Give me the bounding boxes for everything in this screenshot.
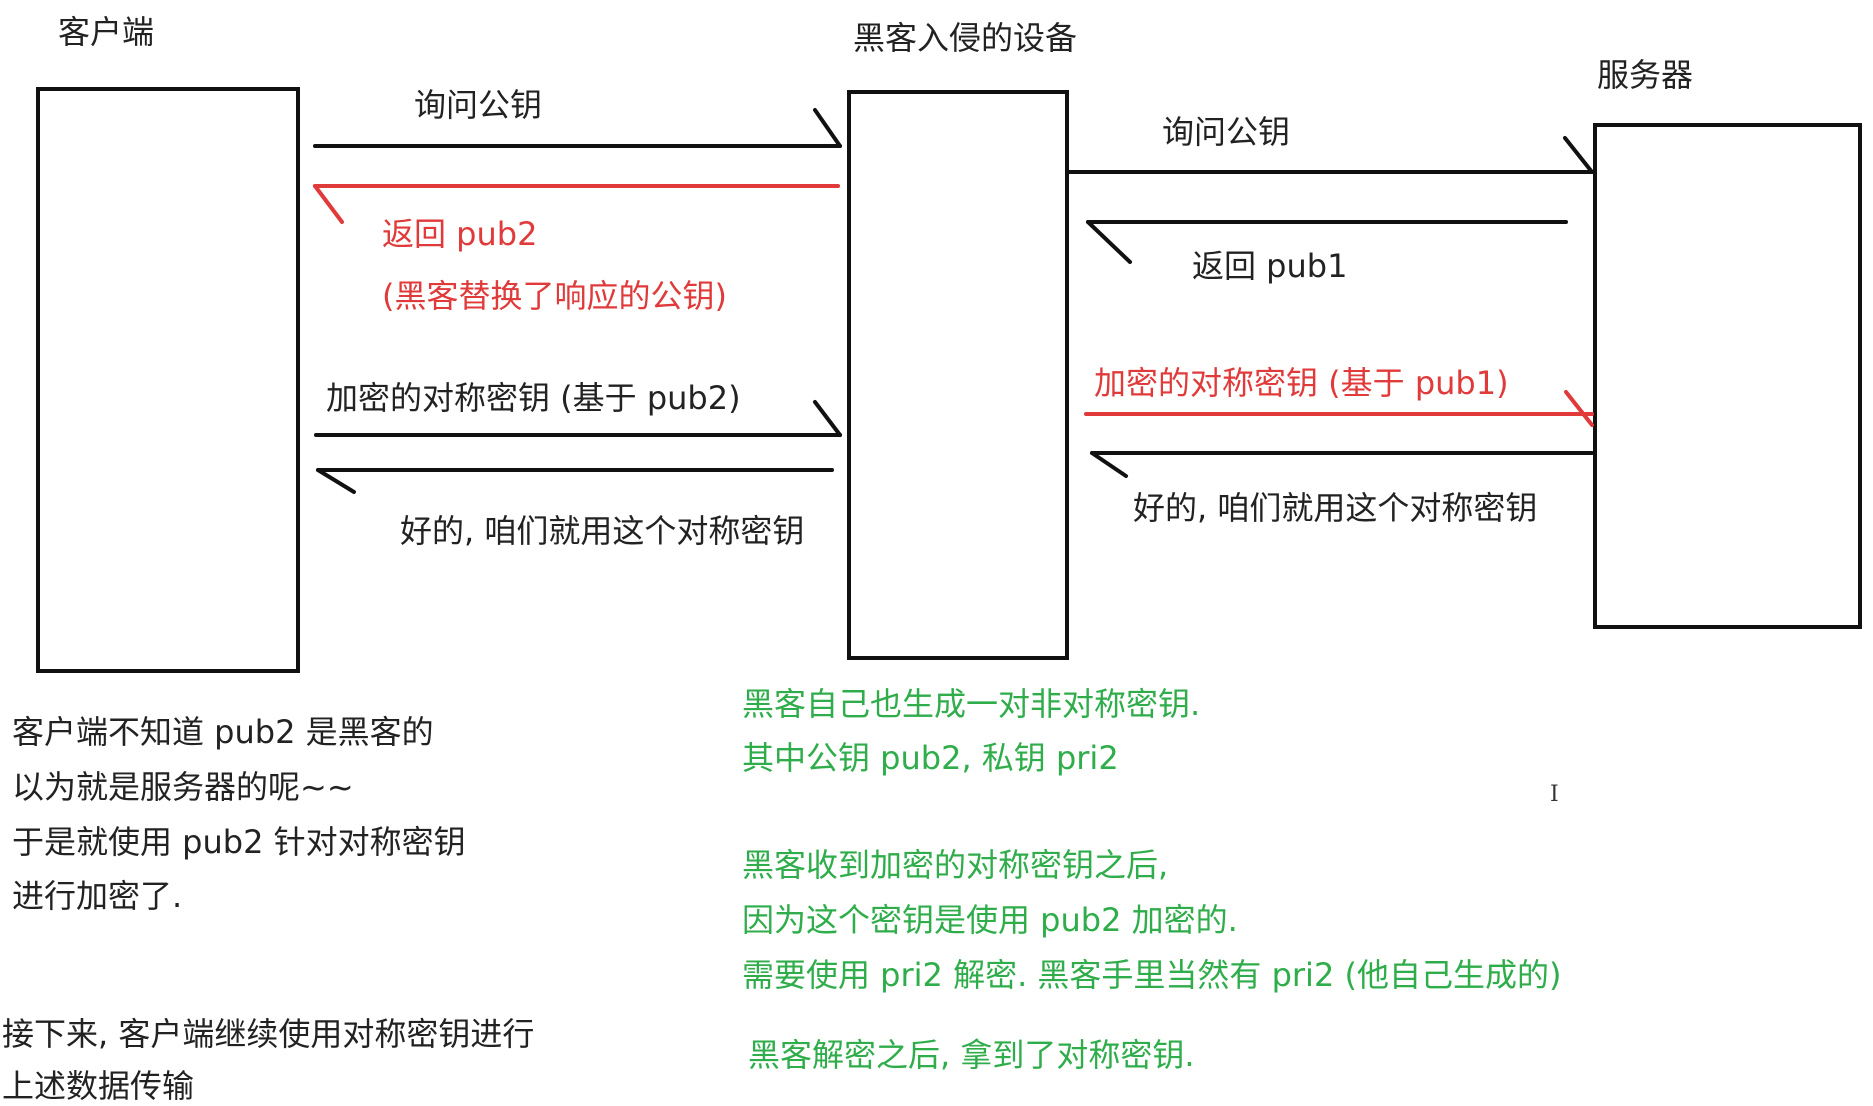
hacker-note-line-6: 黑客解密之后, 拿到了对称密钥. — [748, 1036, 1195, 1074]
client-note-line-4: 进行加密了. — [12, 877, 183, 915]
message-return-pub1: 返回 pub1 — [1192, 247, 1348, 285]
arrow-hacker-return-pub2 — [313, 184, 840, 224]
message-hacker-send-sym: 加密的对称密钥 (基于 pub1) — [1094, 364, 1509, 402]
hacker-box — [847, 90, 1069, 660]
arrow-client-ask — [313, 108, 842, 148]
client-next-line-1: 接下来, 客户端继续使用对称密钥进行 — [2, 1015, 535, 1053]
arrow-hacker-send-sym — [1084, 390, 1594, 427]
message-client-send-sym: 加密的对称密钥 (基于 pub2) — [326, 379, 741, 417]
client-label: 客户端 — [58, 13, 155, 51]
arrow-hacker-ask — [1066, 136, 1594, 174]
text-cursor-icon: I — [1550, 782, 1559, 807]
arrow-client-send-sym — [314, 400, 842, 437]
message-hacker-ask: 询问公钥 — [1162, 113, 1291, 151]
client-note-line-3: 于是就使用 pub2 针对对称密钥 — [12, 823, 466, 861]
server-label: 服务器 — [1597, 56, 1694, 94]
client-note-line-1: 客户端不知道 pub2 是黑客的 — [12, 713, 434, 751]
message-replace-note: (黑客替换了响应的公钥) — [382, 277, 727, 315]
message-hacker-ok-client: 好的, 咱们就用这个对称密钥 — [400, 512, 805, 550]
hacker-note-line-2: 其中公钥 pub2, 私钥 pri2 — [742, 739, 1119, 777]
arrow-server-ok — [1090, 451, 1594, 478]
arrow-hacker-ok-client — [316, 468, 834, 494]
client-box — [36, 87, 300, 673]
server-box — [1593, 123, 1862, 629]
message-client-ask: 询问公钥 — [414, 86, 543, 124]
hacker-note-line-5: 需要使用 pri2 解密. 黑客手里当然有 pri2 (他自己生成的) — [742, 956, 1562, 994]
message-server-ok: 好的, 咱们就用这个对称密钥 — [1133, 489, 1538, 527]
message-return-pub2: 返回 pub2 — [382, 215, 538, 253]
hacker-note-line-3: 黑客收到加密的对称密钥之后, — [742, 846, 1169, 884]
hacker-note-line-1: 黑客自己也生成一对非对称密钥. — [742, 685, 1201, 723]
client-note-line-2: 以为就是服务器的呢~~ — [12, 768, 354, 806]
arrow-server-return-pub1 — [1086, 220, 1568, 264]
hacker-note-line-4: 因为这个密钥是使用 pub2 加密的. — [742, 901, 1238, 939]
client-next-line-2: 上述数据传输 — [2, 1067, 195, 1105]
hacker-label: 黑客入侵的设备 — [853, 19, 1078, 57]
